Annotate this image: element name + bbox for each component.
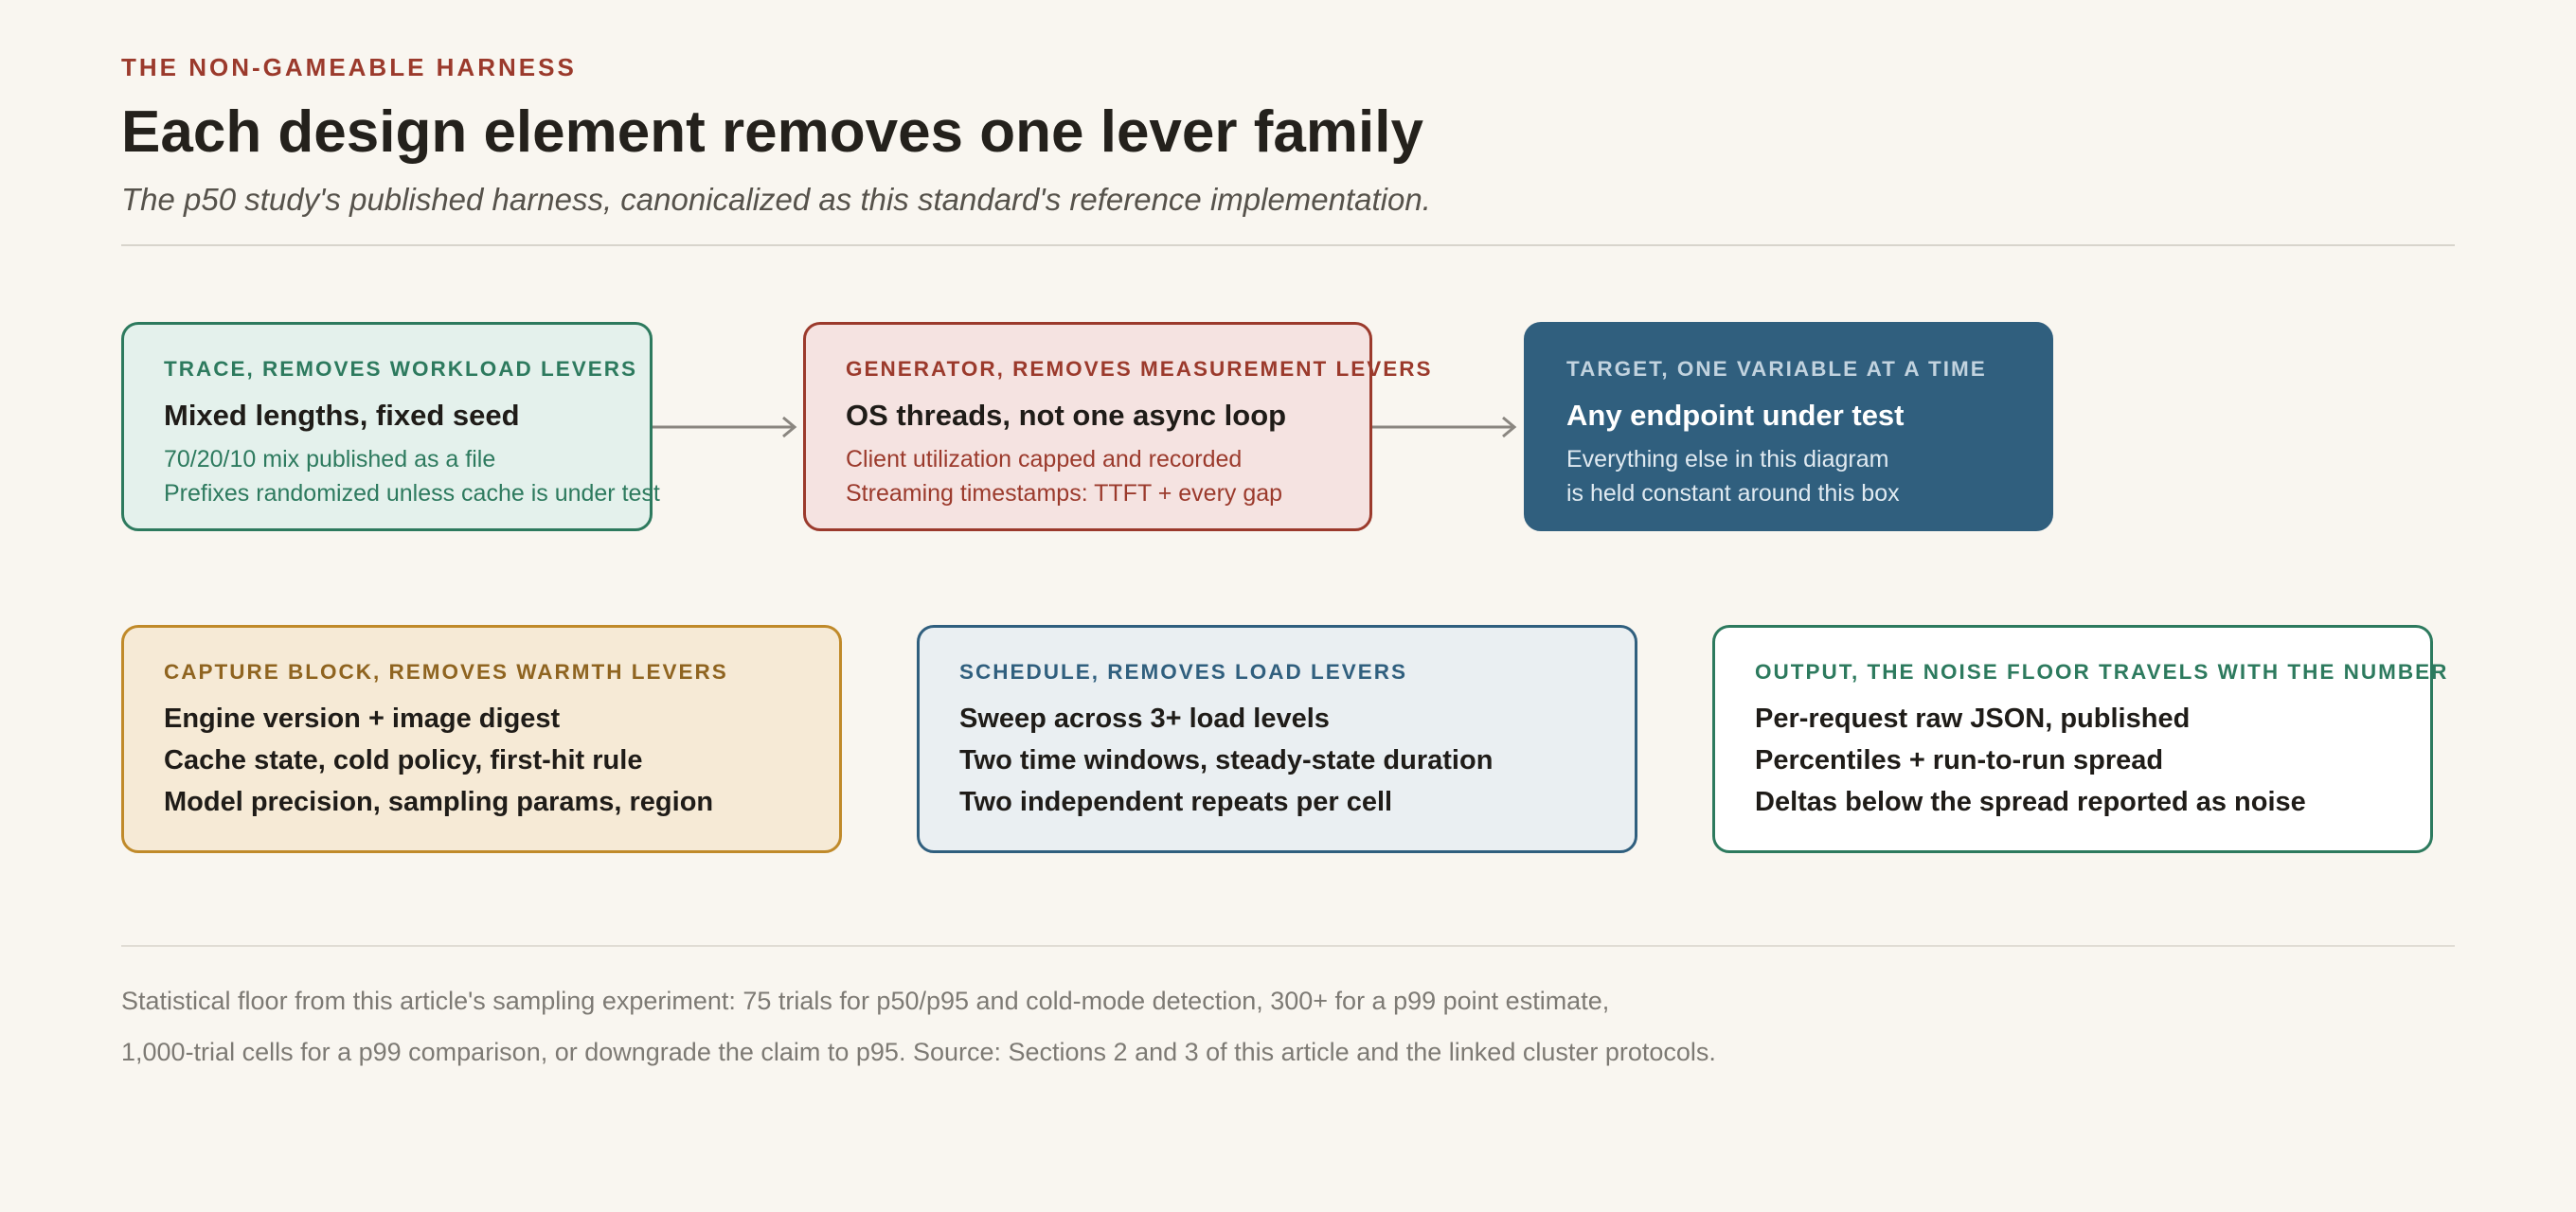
trace-line: Prefixes randomized unless cache is unde… bbox=[164, 480, 660, 507]
generator-label: GENERATOR, REMOVES MEASUREMENT LEVERS bbox=[846, 357, 1433, 381]
page-title: Each design element removes one lever fa… bbox=[121, 99, 1423, 165]
schedule-box: SCHEDULE, REMOVES LOAD LEVERS Sweep acro… bbox=[917, 625, 1637, 853]
footnote-line: 1,000-trial cells for a p99 comparison, … bbox=[121, 1038, 1716, 1066]
output-item: Per-request raw JSON, published bbox=[1755, 704, 2191, 734]
target-line: Everything else in this diagram bbox=[1566, 446, 1889, 472]
header-divider bbox=[121, 244, 2455, 246]
output-item: Deltas below the spread reported as nois… bbox=[1755, 787, 2306, 817]
footnote: Statistical floor from this article's sa… bbox=[121, 975, 1716, 1078]
capture-block-box: CAPTURE BLOCK, REMOVES WARMTH LEVERS Eng… bbox=[121, 625, 842, 853]
target-line: is held constant around this box bbox=[1566, 480, 1900, 507]
schedule-item: Two independent repeats per cell bbox=[959, 787, 1393, 817]
trace-line: 70/20/10 mix published as a file bbox=[164, 446, 496, 472]
eyebrow: THE NON-GAMEABLE HARNESS bbox=[121, 53, 577, 81]
target-box: TARGET, ONE VARIABLE AT A TIME Any endpo… bbox=[1524, 322, 2053, 531]
trace-heading: Mixed lengths, fixed seed bbox=[164, 399, 520, 432]
capture-item: Model precision, sampling params, region bbox=[164, 787, 714, 817]
target-heading: Any endpoint under test bbox=[1566, 399, 1905, 432]
target-label: TARGET, ONE VARIABLE AT A TIME bbox=[1566, 357, 1987, 381]
page-subtitle: The p50 study's published harness, canon… bbox=[121, 182, 1431, 217]
capture-label: CAPTURE BLOCK, REMOVES WARMTH LEVERS bbox=[164, 660, 728, 684]
output-box: OUTPUT, THE NOISE FLOOR TRAVELS WITH THE… bbox=[1712, 625, 2446, 853]
arrow-right-icon bbox=[653, 416, 797, 438]
capture-item: Cache state, cold policy, first-hit rule bbox=[164, 745, 643, 775]
capture-item: Engine version + image digest bbox=[164, 704, 561, 734]
output-label: OUTPUT, THE NOISE FLOOR TRAVELS WITH THE… bbox=[1755, 660, 2449, 684]
schedule-item: Sweep across 3+ load levels bbox=[959, 704, 1330, 734]
generator-box: GENERATOR, REMOVES MEASUREMENT LEVERS OS… bbox=[803, 322, 1430, 531]
trace-box: TRACE, REMOVES WORKLOAD LEVERS Mixed len… bbox=[121, 322, 660, 531]
output-item: Percentiles + run-to-run spread bbox=[1755, 745, 2164, 775]
schedule-label: SCHEDULE, REMOVES LOAD LEVERS bbox=[959, 660, 1408, 684]
schedule-item: Two time windows, steady-state duration bbox=[959, 745, 1494, 775]
generator-line: Client utilization capped and recorded bbox=[846, 446, 1243, 472]
generator-heading: OS threads, not one async loop bbox=[846, 399, 1287, 432]
footnote-line: Statistical floor from this article's sa… bbox=[121, 987, 1610, 1015]
footer-divider bbox=[121, 945, 2455, 947]
generator-line: Streaming timestamps: TTFT + every gap bbox=[846, 480, 1283, 507]
trace-label: TRACE, REMOVES WORKLOAD LEVERS bbox=[164, 357, 638, 381]
arrow-right-icon bbox=[1372, 416, 1517, 438]
